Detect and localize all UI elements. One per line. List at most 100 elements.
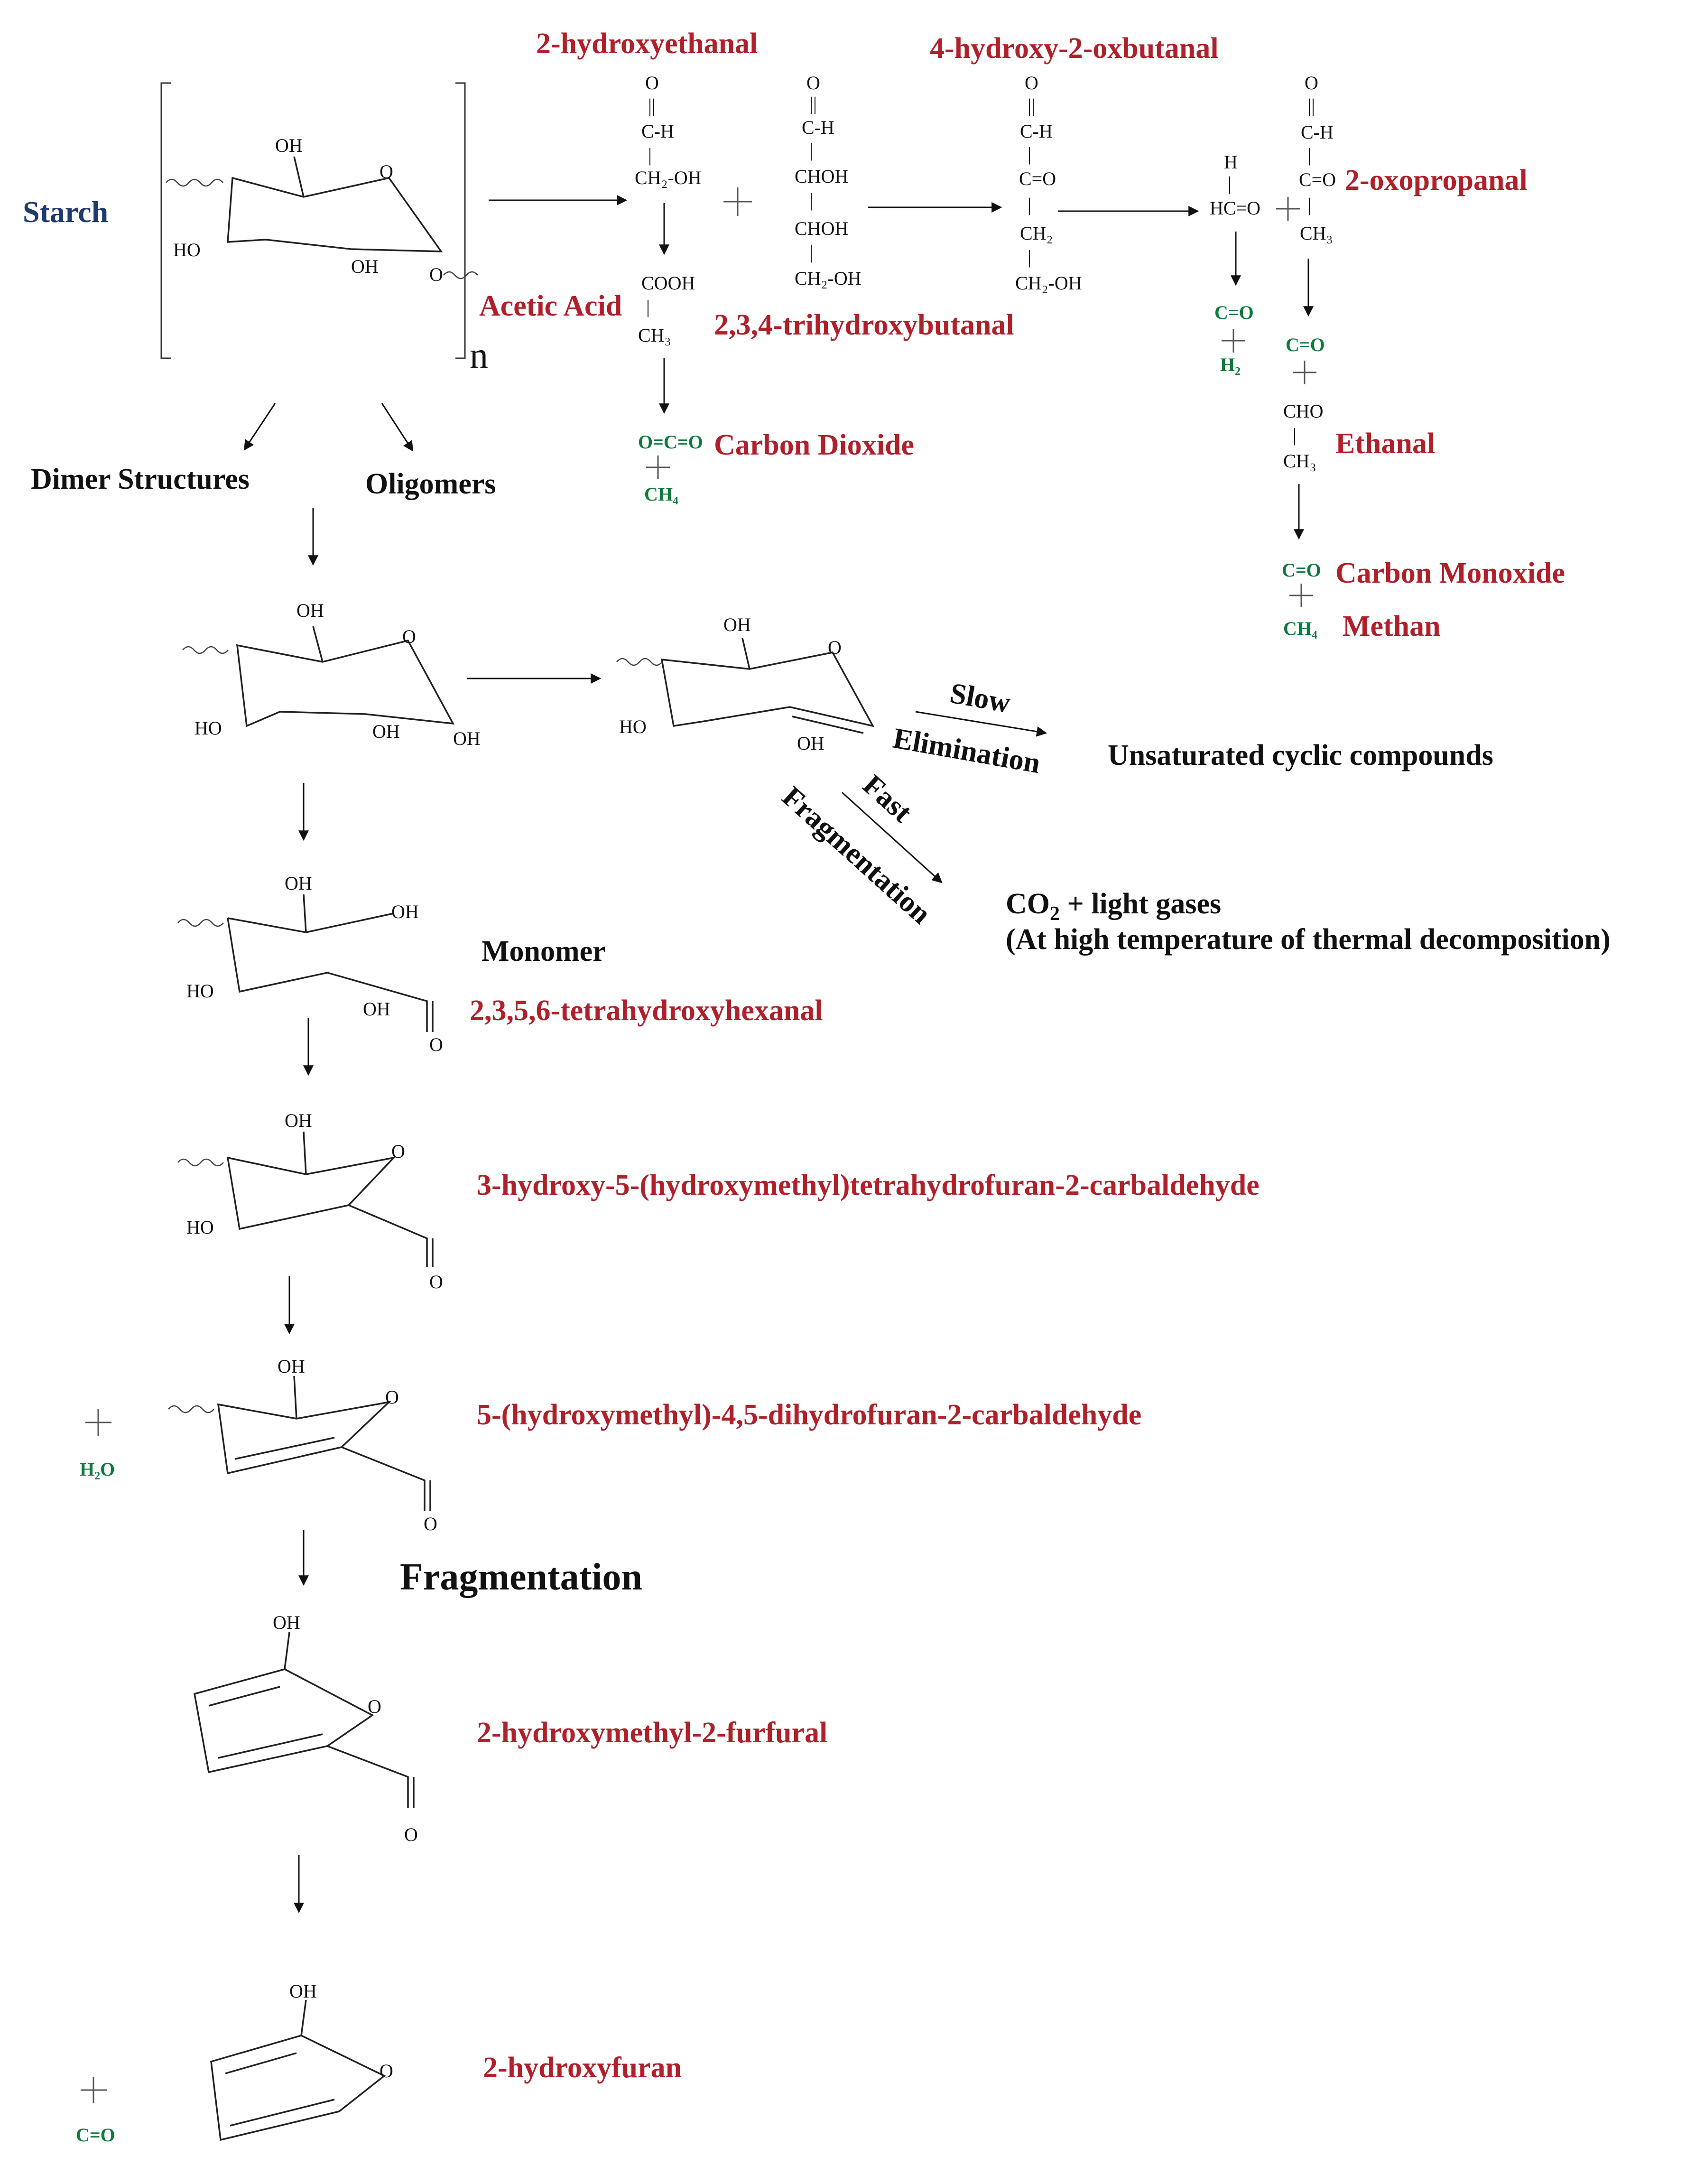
svg-text:CH₂-OH: CH₂-OH bbox=[1015, 272, 1082, 294]
arrow-to-oligomers bbox=[381, 403, 414, 452]
svg-text:O: O bbox=[402, 626, 416, 647]
ethanal-structure: CHO | CH₃ Ethanal bbox=[1283, 400, 1435, 472]
svg-text:|: | bbox=[809, 242, 813, 263]
svg-text:OH: OH bbox=[453, 728, 481, 749]
svg-text:|: | bbox=[1307, 144, 1311, 166]
product-h2: H₂ bbox=[1220, 354, 1241, 375]
formyl-structure: H | HC=O bbox=[1210, 151, 1260, 219]
svg-text:CH₃: CH₃ bbox=[638, 325, 671, 346]
svg-text:OH: OH bbox=[296, 600, 324, 621]
svg-text:OH: OH bbox=[797, 733, 824, 754]
label-starch: Starch bbox=[23, 195, 108, 229]
svg-text:HC=O: HC=O bbox=[1210, 197, 1260, 219]
starch-o-link: O bbox=[429, 264, 443, 285]
svg-text:CH₃: CH₃ bbox=[1283, 450, 1316, 472]
svg-text:C-H: C-H bbox=[1020, 121, 1053, 142]
arrow-slow-elimination bbox=[915, 711, 1047, 737]
svg-text:C=O: C=O bbox=[1299, 169, 1336, 190]
plus-sign bbox=[85, 1409, 111, 1436]
svg-text:O: O bbox=[1025, 72, 1038, 93]
svg-text:OH: OH bbox=[285, 1110, 312, 1131]
plus-sign bbox=[723, 187, 752, 216]
label-carbon-dioxide: Carbon Dioxide bbox=[714, 429, 914, 461]
svg-text:O: O bbox=[385, 1386, 399, 1408]
acetic-acid-structure: COOH | CH₃ Acetic Acid bbox=[479, 272, 695, 346]
plus-sign bbox=[1276, 197, 1300, 221]
plus-sign bbox=[646, 455, 670, 479]
label-trihydroxybutanal: 2,3,4-trihydroxybutanal bbox=[714, 309, 1014, 341]
label-dhf-carbaldehyde: 5-(hydroxymethyl)-4,5-dihydrofuran-2-car… bbox=[477, 1399, 1141, 1431]
svg-text:|: | bbox=[1028, 194, 1031, 215]
product-co: C=O bbox=[76, 2124, 115, 2146]
starch-oh-top: OH bbox=[275, 135, 303, 156]
plus-sign bbox=[1293, 361, 1316, 384]
starch-structure: n OH O HO OH O Starch bbox=[23, 82, 488, 376]
label-unsaturated: Unsaturated cyclic compounds bbox=[1108, 739, 1493, 771]
svg-text:CHOH: CHOH bbox=[795, 218, 848, 239]
bracket-left bbox=[160, 82, 171, 359]
svg-text:||: || bbox=[809, 93, 817, 114]
label-elimination: Elimination bbox=[891, 722, 1043, 780]
label-methan: Methan bbox=[1343, 610, 1441, 642]
repeat-n: n bbox=[470, 335, 488, 376]
svg-text:O: O bbox=[645, 72, 659, 93]
oxopropanal-structure: O || C-H | C=O | CH₃ 2-oxopropanal bbox=[1299, 72, 1528, 244]
starch-oh-bottom: OH bbox=[351, 256, 379, 277]
svg-text:||: || bbox=[1307, 95, 1315, 116]
svg-text:HO: HO bbox=[186, 1217, 214, 1238]
svg-text:OH: OH bbox=[363, 998, 390, 1020]
label-hydroxyoxobutanal: 4-hydroxy-2-oxbutanal bbox=[930, 32, 1219, 65]
label-fragmentation: Fragmentation bbox=[400, 1556, 642, 1598]
starch-wavy-bond-right bbox=[443, 271, 478, 279]
svg-text:|: | bbox=[809, 139, 813, 161]
svg-text:OH: OH bbox=[723, 614, 751, 635]
label-slow: Slow bbox=[948, 677, 1013, 719]
trihydroxybutanal-structure: O || C-H | CHOH | CHOH | CH₂-OH 2,3,4-tr… bbox=[714, 72, 1014, 341]
label-acetic-acid: Acetic Acid bbox=[479, 290, 622, 322]
starch-ring bbox=[227, 177, 443, 252]
bracket-right bbox=[455, 82, 466, 359]
svg-text:O: O bbox=[806, 72, 820, 93]
label-oligomers: Oligomers bbox=[365, 468, 496, 500]
svg-text:HO: HO bbox=[619, 716, 647, 737]
svg-text:O: O bbox=[404, 1824, 418, 1845]
svg-text:|: | bbox=[646, 296, 650, 317]
label-thf-carbaldehyde: 3-hydroxy-5-(hydroxymethyl)tetrahydrofur… bbox=[477, 1169, 1260, 1201]
svg-text:OH: OH bbox=[278, 1356, 305, 1377]
svg-text:COOH: COOH bbox=[641, 272, 695, 294]
product-co: C=O bbox=[1282, 559, 1321, 581]
product-ch4: CH₄ bbox=[1283, 618, 1317, 639]
svg-text:CH₂-OH: CH₂-OH bbox=[635, 167, 702, 188]
hydroxyfuran-structure: OH O 2-hydroxyfuran bbox=[210, 1980, 682, 2141]
svg-text:||: || bbox=[648, 95, 656, 116]
arrow-fast-fragmentation bbox=[841, 791, 943, 883]
plus-sign bbox=[1289, 584, 1313, 607]
svg-text:C=O: C=O bbox=[1019, 168, 1056, 189]
svg-text:CH₃: CH₃ bbox=[1300, 223, 1333, 244]
hydroxyoxobutanal-structure: 4-hydroxy-2-oxbutanal O || C-H | C=O | C… bbox=[930, 32, 1219, 294]
product-co: C=O bbox=[1286, 334, 1325, 355]
svg-text:|: | bbox=[809, 189, 813, 211]
arrow-to-dimers bbox=[243, 403, 276, 451]
svg-text:|: | bbox=[1293, 424, 1297, 446]
svg-text:CH₂-OH: CH₂-OH bbox=[795, 268, 861, 289]
svg-text:O: O bbox=[1305, 72, 1318, 93]
label-co2-light-gases: CO2 + light gases bbox=[1006, 888, 1221, 925]
svg-text:C-H: C-H bbox=[1301, 121, 1334, 143]
plus-sign bbox=[1222, 329, 1245, 353]
svg-text:OH: OH bbox=[289, 1980, 317, 2002]
label-dimer-structures: Dimer Structures bbox=[31, 463, 250, 495]
svg-text:|: | bbox=[1307, 194, 1311, 215]
svg-text:O: O bbox=[429, 1271, 443, 1292]
svg-text:H: H bbox=[1224, 151, 1238, 173]
svg-text:C-H: C-H bbox=[802, 117, 834, 138]
label-hydroxyfuran: 2-hydroxyfuran bbox=[483, 2052, 682, 2084]
svg-text:|: | bbox=[648, 144, 652, 166]
starch-ho-left: HO bbox=[173, 239, 201, 260]
dhf-carbaldehyde-structure: OH O O 5-(hydroxymethyl)-4,5-dihydrofura… bbox=[168, 1356, 1141, 1534]
glucose-unit-structure: OH O HO OH OH bbox=[182, 600, 481, 749]
label-hydroxyethanal: 2-hydroxyethanal bbox=[536, 28, 758, 60]
svg-text:OH: OH bbox=[273, 1612, 300, 1633]
svg-text:C-H: C-H bbox=[641, 121, 674, 142]
